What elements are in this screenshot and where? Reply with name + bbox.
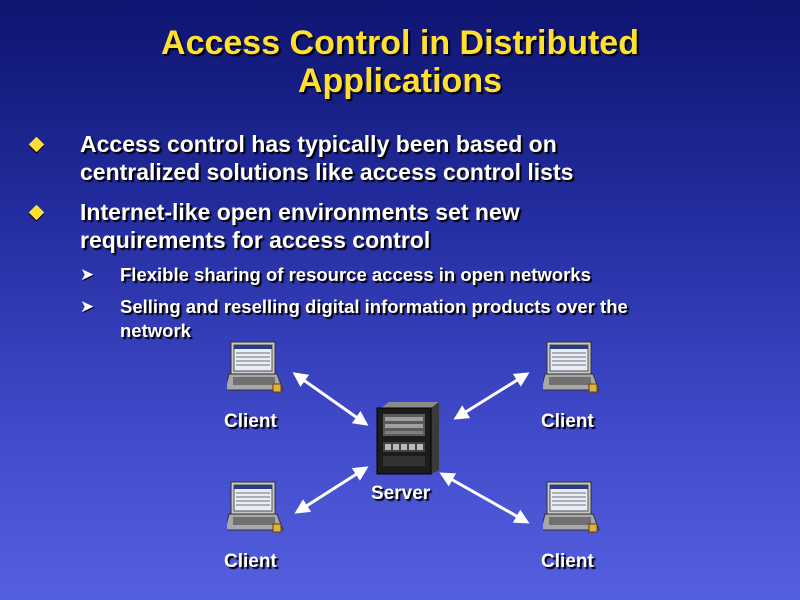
- slide-title-line-1: Access Control in Distributed: [161, 24, 639, 62]
- subbullet-text: Selling and reselling digital informatio…: [120, 295, 760, 343]
- connector-arrow: [292, 372, 369, 426]
- subbullet-text-line: Flexible sharing of resource access in o…: [120, 264, 591, 285]
- client-label: Client: [541, 551, 594, 572]
- bullet-text-line: requirements for access control: [80, 227, 431, 253]
- server-label: Server: [371, 483, 431, 504]
- bullet-text: Internet-like open environments set new …: [80, 198, 740, 254]
- slide-title-line-2: Applications: [297, 62, 503, 100]
- bullet-text-line: centralized solutions like access contro…: [80, 159, 574, 185]
- client-label: Client: [541, 411, 594, 432]
- bullet-text: Access control has typically been based …: [80, 130, 740, 186]
- slide-title: Access Control in Distributed Applicatio…: [0, 24, 800, 100]
- bullet-text-line: Internet-like open environments set new: [80, 199, 520, 225]
- connector-arrow: [453, 372, 530, 420]
- laptop-icon: [227, 341, 284, 393]
- server-tower-icon: [376, 402, 439, 475]
- subbullet-text-line: network: [120, 320, 191, 341]
- laptop-icon: [227, 481, 284, 533]
- client-label: Client: [224, 411, 277, 432]
- connector-arrow: [439, 472, 530, 524]
- arrowhead-bullet-icon: ➤: [80, 265, 95, 284]
- subbullet-text: Flexible sharing of resource access in o…: [120, 263, 760, 287]
- subbullet-text-line: Selling and reselling digital informatio…: [120, 296, 628, 317]
- connector-arrow: [294, 466, 369, 514]
- arrowhead-bullet-icon: ➤: [80, 297, 95, 316]
- client-label: Client: [224, 551, 277, 572]
- laptop-icon: [543, 481, 600, 533]
- laptop-icon: [543, 341, 600, 393]
- bullet-text-line: Access control has typically been based …: [80, 131, 557, 157]
